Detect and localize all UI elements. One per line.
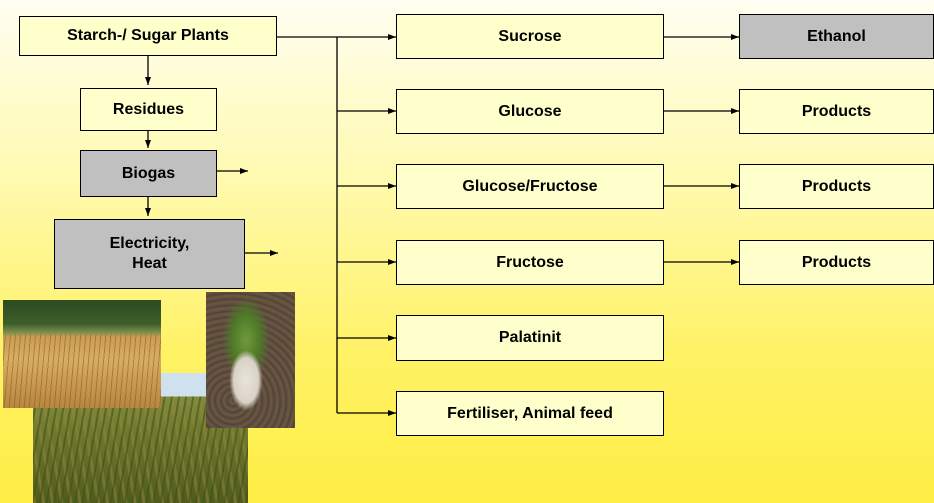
node-products-3: Products <box>739 240 934 285</box>
node-palatinit: Palatinit <box>396 315 664 361</box>
node-glucose-fructose: Glucose/Fructose <box>396 164 664 209</box>
node-products-1: Products <box>739 89 934 134</box>
node-fertiliser-animal-feed: Fertiliser, Animal feed <box>396 391 664 436</box>
node-sucrose: Sucrose <box>396 14 664 59</box>
node-residues: Residues <box>80 88 217 131</box>
node-products-2: Products <box>739 164 934 209</box>
node-ethanol: Ethanol <box>739 14 934 59</box>
node-heat-label: Heat <box>132 254 167 274</box>
node-fructose: Fructose <box>396 240 664 285</box>
node-electricity-label: Electricity, <box>110 234 190 254</box>
wheat-field-photo <box>3 300 161 408</box>
node-electricity-heat: Electricity, Heat <box>54 219 245 289</box>
node-glucose: Glucose <box>396 89 664 134</box>
node-starch-sugar-plants: Starch-/ Sugar Plants <box>19 16 277 56</box>
sugar-beet-photo <box>206 292 295 428</box>
node-biogas: Biogas <box>80 150 217 197</box>
